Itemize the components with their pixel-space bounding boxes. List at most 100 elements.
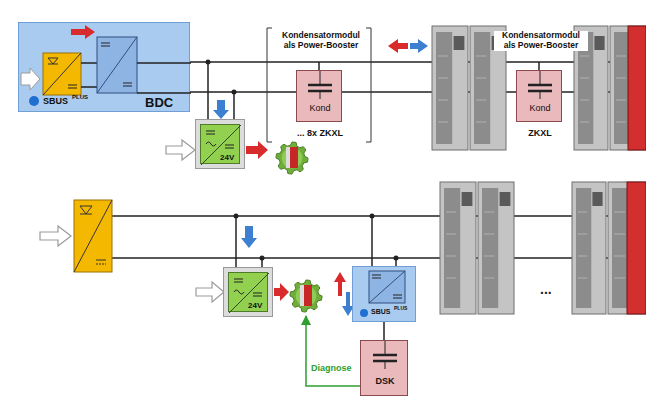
drive-module <box>572 182 606 314</box>
node-label: Kond <box>517 104 563 113</box>
drive-module <box>438 122 448 123</box>
energy-flow-arrow <box>410 39 428 53</box>
dc-bus <box>371 216 373 266</box>
node-symbol <box>372 278 381 279</box>
drive-module <box>476 100 486 101</box>
drive-module <box>610 26 646 150</box>
node-symbol <box>393 298 402 299</box>
node-symbol <box>137 92 191 94</box>
drive-module <box>576 188 591 308</box>
drive-module <box>580 56 589 57</box>
drive-module <box>446 278 456 279</box>
connector <box>383 322 385 340</box>
drive-module <box>614 234 625 235</box>
dc-bus <box>112 257 646 259</box>
energy-flow-arrow <box>213 100 229 119</box>
controller-gear-icon <box>290 280 322 312</box>
node-symbol <box>385 361 386 369</box>
drive-module <box>462 192 473 206</box>
node-symbol <box>373 354 397 357</box>
drive-module <box>610 26 646 150</box>
node-symbol <box>234 282 243 283</box>
node-symbol <box>201 125 241 165</box>
node-symbol <box>297 71 343 123</box>
capacitor-module: Kondensatormodul als Power-BoosterKond..… <box>296 70 342 122</box>
drive-module <box>454 36 465 50</box>
drive-module <box>616 78 626 79</box>
ellipsis: ... <box>540 282 552 296</box>
rectifier-symbol <box>80 206 92 214</box>
node-symbol <box>517 71 563 123</box>
drive-module <box>446 256 456 257</box>
drive-module <box>438 78 448 79</box>
node-label: ... 8x ZKXL <box>277 129 363 138</box>
node-symbol <box>225 148 234 149</box>
node-symbol <box>206 131 215 132</box>
node-label: 24V <box>248 302 262 310</box>
node-symbol <box>361 341 409 397</box>
junction-dot <box>232 90 237 95</box>
drive-module <box>614 212 625 213</box>
bracket <box>267 28 272 142</box>
drive-module <box>476 122 486 123</box>
dc-dc-converter: SBUSPLUS <box>352 266 416 322</box>
bdc-panel: SBUSPLUSBDC <box>18 22 190 112</box>
rectifier-symbol <box>96 260 106 261</box>
power-input-arrow <box>40 226 71 246</box>
node-label: BDC <box>145 96 173 109</box>
dc-bus <box>136 61 646 63</box>
drive-module <box>484 212 494 213</box>
node-symbol <box>369 271 405 303</box>
node-symbol <box>21 68 40 90</box>
dc-bus <box>235 216 237 268</box>
module-heading: Kondensatormodul als Power-Booster <box>494 31 588 51</box>
node-symbol <box>253 293 262 294</box>
power-input-arrow <box>166 140 195 160</box>
node-symbol <box>101 43 110 44</box>
junction-dot <box>260 256 265 261</box>
capacitor-module: Kondensatormodul als Power-BoosterKondZK… <box>516 70 562 122</box>
node-symbol <box>206 142 216 146</box>
drive-module <box>578 234 587 235</box>
drive-module <box>432 26 468 150</box>
energy-flow-arrow <box>246 141 268 159</box>
drive-module <box>474 32 490 144</box>
rectifier-symbol <box>74 200 112 272</box>
node-label: PLUS <box>394 306 407 311</box>
drive-module <box>436 32 452 144</box>
node-label: DSK <box>361 377 409 386</box>
drive-module <box>476 56 486 57</box>
drive-module <box>580 78 589 79</box>
drive-module <box>616 56 626 57</box>
power-supply-24v: 24V <box>228 272 268 312</box>
drive-module <box>578 212 587 213</box>
module-heading: Kondensatormodul als Power-Booster <box>274 31 368 51</box>
node-symbol <box>97 37 137 93</box>
drive-module <box>580 122 589 123</box>
junction-dot <box>370 214 375 219</box>
energy-flow-arrow <box>241 226 257 248</box>
node-symbol <box>308 84 332 87</box>
drive-module <box>440 182 476 314</box>
node-symbol <box>29 96 39 106</box>
node-symbol <box>206 134 215 135</box>
controller-gear-icon <box>276 142 308 174</box>
signal-label: Diagnose <box>311 364 352 373</box>
controller-gear-icon <box>286 147 290 168</box>
drive-module <box>608 182 646 314</box>
node-label: PLUS <box>72 94 88 100</box>
drive-module <box>446 212 456 213</box>
controller-gear-icon <box>286 147 298 168</box>
dc-bus <box>136 91 646 93</box>
controller-gear-icon <box>300 285 312 306</box>
drive-module <box>438 100 448 101</box>
controller-gear-icon <box>296 286 317 307</box>
node-symbol <box>97 37 137 93</box>
energy-flow-arrow <box>274 283 289 301</box>
node-symbol <box>43 53 81 95</box>
node-symbol <box>369 271 405 303</box>
drive-module <box>616 122 626 123</box>
energy-flow-arrow <box>334 272 346 296</box>
drive-module <box>614 278 625 279</box>
drive-module <box>432 26 646 314</box>
